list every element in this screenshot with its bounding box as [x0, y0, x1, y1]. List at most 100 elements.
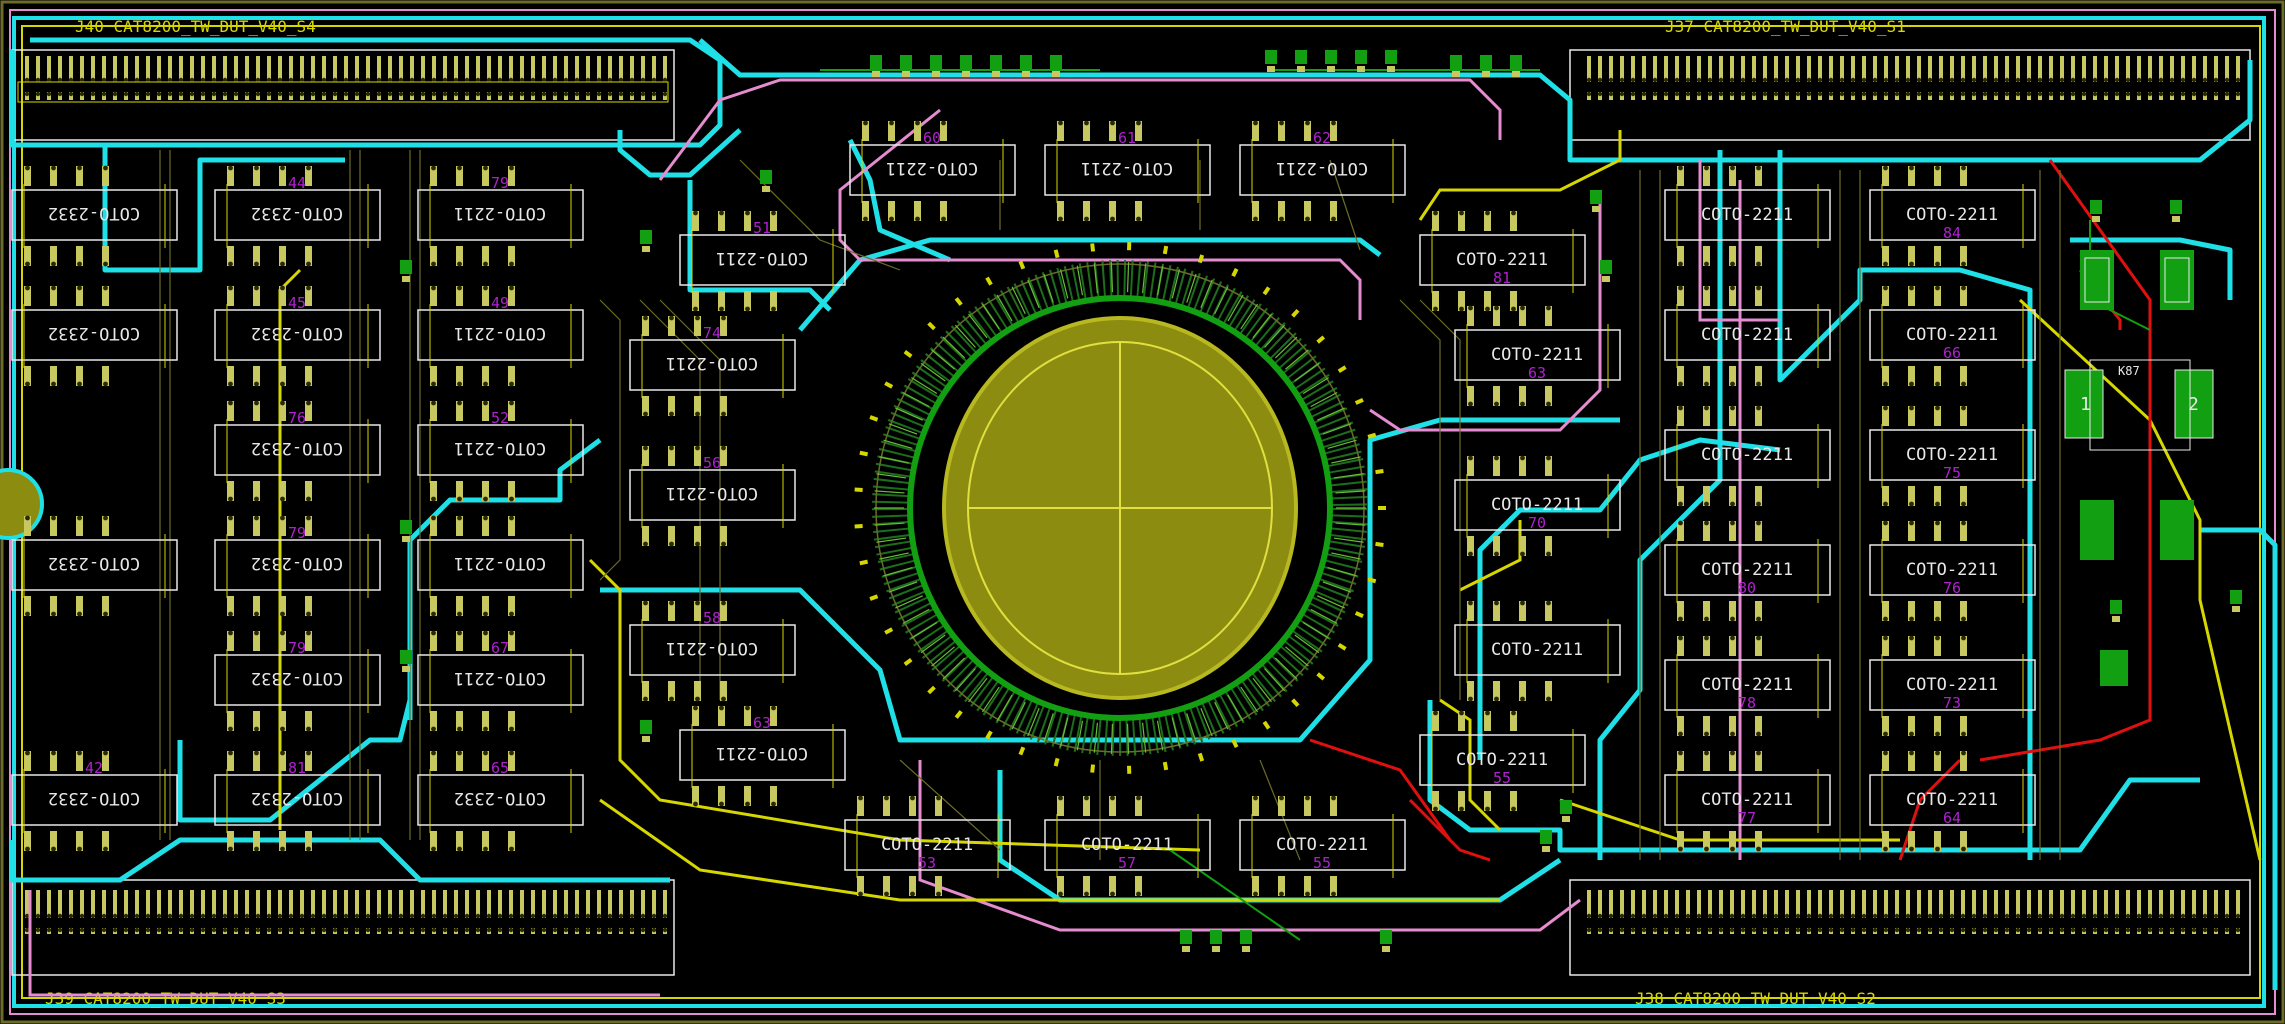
- ic-u3[interactable]: [2080, 500, 2114, 560]
- socket-pin: [1186, 713, 1197, 743]
- relay[interactable]: COTO-2211: [1664, 405, 1831, 507]
- pad-drill: [1468, 600, 1473, 606]
- pad-drill: [1704, 731, 1709, 737]
- smd-pad: [1592, 206, 1600, 212]
- ic-u1[interactable]: [2080, 250, 2114, 310]
- pad-drill: [669, 696, 674, 702]
- relay-refdes: 64: [1943, 809, 1961, 827]
- pad-drill: [431, 611, 436, 617]
- dut-socket[interactable]: [854, 242, 1386, 774]
- socket-pin: [920, 362, 946, 382]
- relay[interactable]: COTO-2211: [1664, 165, 1831, 267]
- relay-pad: [720, 316, 727, 336]
- pad-drill: [509, 515, 514, 521]
- relay-pad: [694, 316, 701, 336]
- relay-k2[interactable]: 2: [2174, 369, 2214, 439]
- relay[interactable]: COTO-2211: [1664, 285, 1831, 387]
- pad-drill: [103, 165, 108, 171]
- relay-pad: [1467, 306, 1474, 326]
- relay-pad: [1960, 831, 1967, 851]
- relay[interactable]: COTO-2332: [11, 285, 178, 387]
- pad-drill: [1253, 216, 1258, 222]
- ic-u5[interactable]: [2100, 650, 2128, 686]
- relay[interactable]: COTO-2332: [11, 165, 178, 267]
- pad-drill: [25, 846, 30, 852]
- socket-pin: [1335, 490, 1366, 494]
- connector-j37[interactable]: J37 CAT8200_TW_DUT_V40_S1: [1569, 17, 2251, 141]
- relay-pad: [1484, 791, 1491, 811]
- pad-drill: [1433, 210, 1438, 216]
- socket-pin: [1011, 286, 1026, 315]
- pad-drill: [1730, 731, 1735, 737]
- pad-drill: [457, 726, 462, 732]
- relay-pad: [482, 481, 489, 501]
- connector-j39[interactable]: J39 CAT8200_TW_DUT_V40_S3: [11, 879, 675, 1008]
- relay-pad: [1330, 201, 1337, 221]
- pad-drill: [306, 726, 311, 732]
- ic-u4[interactable]: [2160, 500, 2194, 560]
- ic-u2[interactable]: [2160, 250, 2194, 310]
- relay[interactable]: COTO-2211: [1454, 600, 1621, 702]
- pad-drill: [693, 705, 698, 711]
- smd-pad: [2172, 216, 2180, 222]
- pad-drill: [1730, 846, 1735, 852]
- socket-pin: [1200, 708, 1213, 737]
- relay[interactable]: COTO-2211: [417, 515, 584, 617]
- relay-pad: [1677, 601, 1684, 621]
- relay-pad: [1330, 796, 1337, 816]
- relay-part-label: COTO-2211: [1906, 560, 1998, 580]
- relay-k1[interactable]: 1: [2064, 369, 2104, 439]
- relay-refdes: 44: [288, 174, 306, 192]
- relay-pad: [1960, 636, 1967, 656]
- relay-pad: [1908, 286, 1915, 306]
- pad-drill: [1136, 891, 1141, 897]
- relay[interactable]: COTO-2332: [11, 515, 178, 617]
- pad-drill: [1546, 401, 1551, 407]
- socket-pin: [1214, 701, 1229, 730]
- pad-drill: [77, 846, 82, 852]
- connector-j38[interactable]: J38 CAT8200_TW_DUT_V40_S2: [1569, 879, 2251, 1008]
- pad-drill: [693, 306, 698, 312]
- relay-pad: [253, 166, 260, 186]
- pad-drill: [721, 541, 726, 547]
- connector-j40[interactable]: J40 CAT8200_TW_DUT_V40_S4: [11, 17, 675, 141]
- relay-pad: [1934, 716, 1941, 736]
